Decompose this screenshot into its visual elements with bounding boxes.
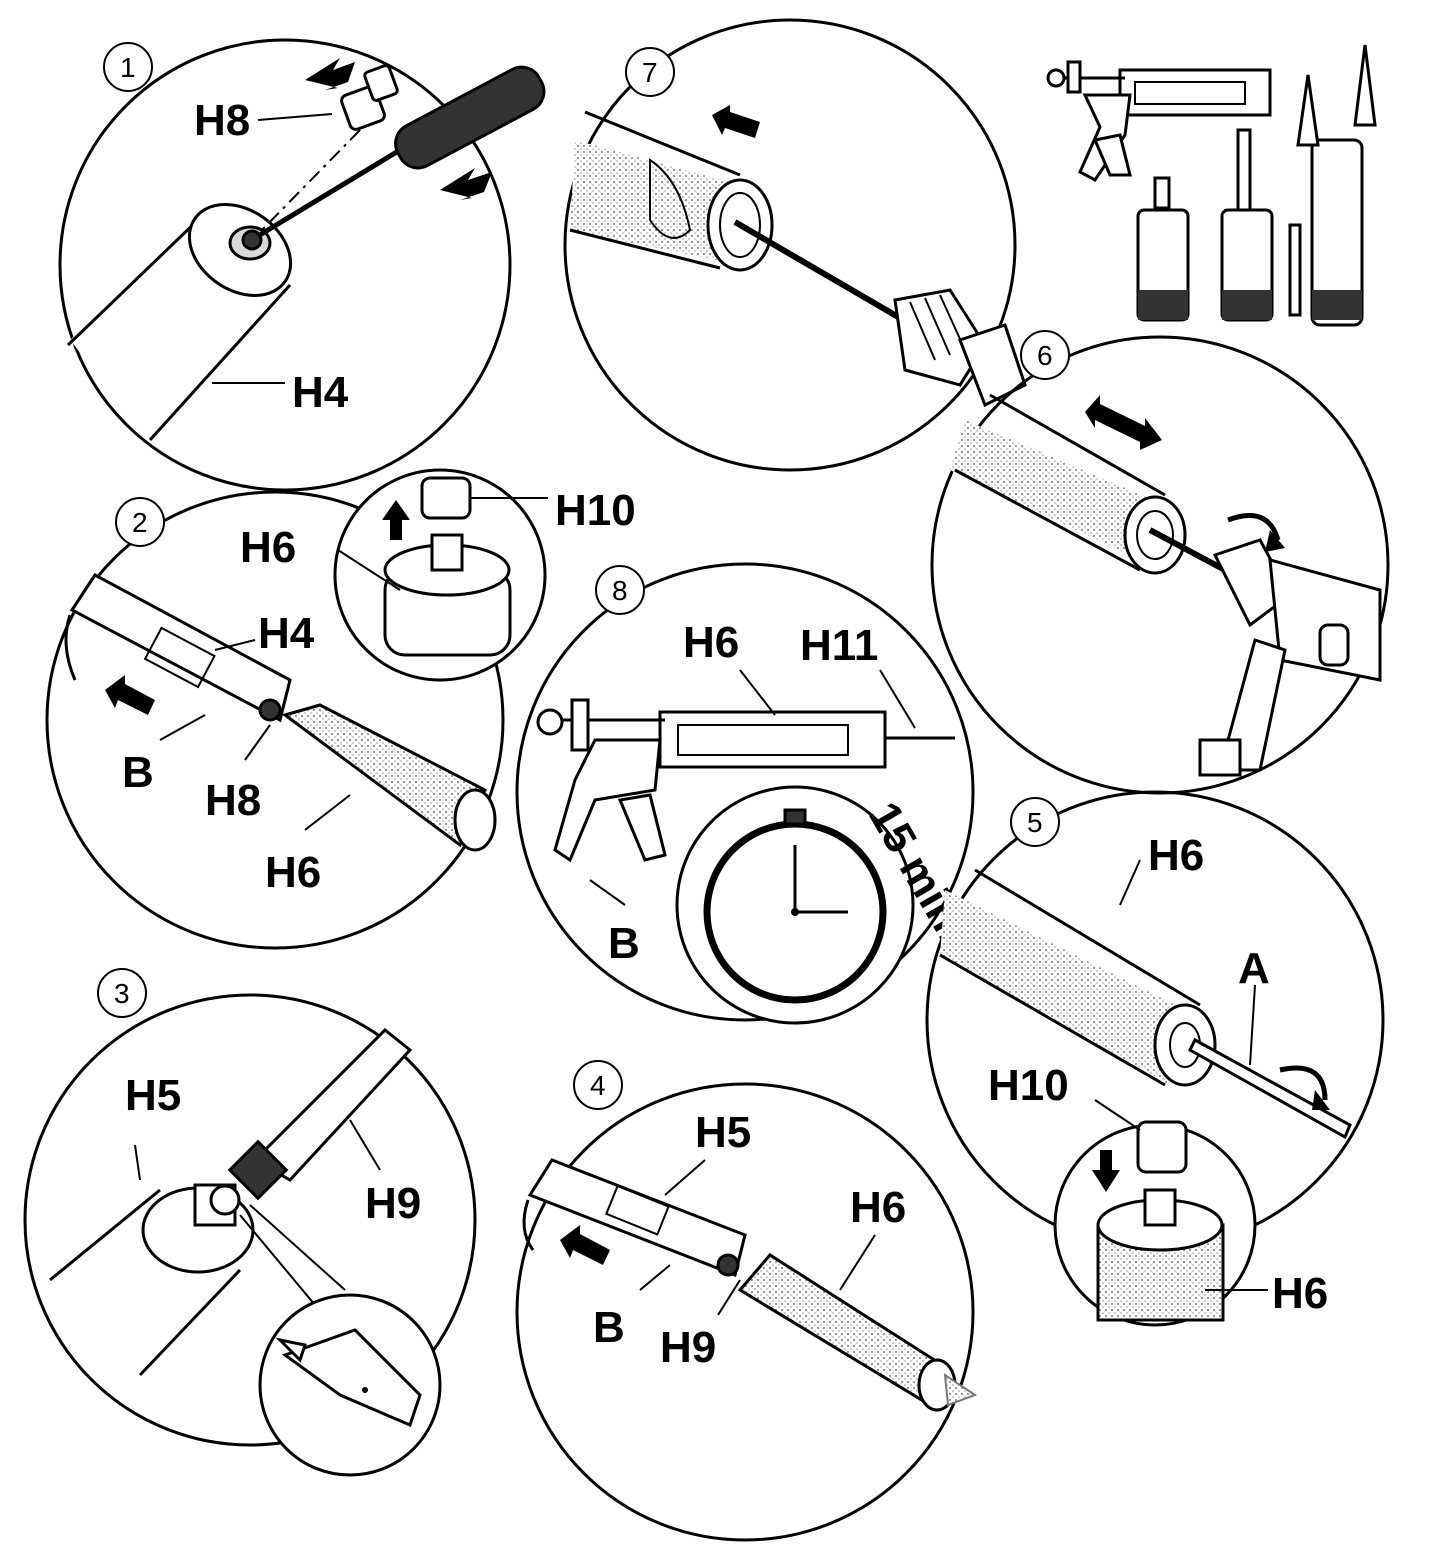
label-h6-top: H6 [1148,831,1204,880]
step-1-panel: H8 H4 1 [58,38,546,492]
cartridge-h6 [737,1253,978,1412]
rotate-icon [1279,1065,1328,1101]
step-number: 8 [612,575,628,606]
step-4-panel: H5 H6 B H9 4 [515,1060,978,1542]
arrow-icon [1092,1150,1120,1192]
step-number: 6 [1037,340,1053,371]
cartridge-top-detail [1096,1120,1225,1322]
cartridge-h4 [66,203,295,442]
label-h6: H6 [683,618,739,667]
label-h5: H5 [125,1071,181,1120]
screwdriver-icon [256,65,546,239]
caulking-gun-icon [522,1158,747,1278]
label-h6-top: H6 [240,523,296,572]
caulking-gun-icon [536,698,955,863]
label-h10: H10 [555,486,636,535]
step-number: 4 [590,1070,606,1101]
stopwatch-icon: 15 min. [675,785,977,1025]
label-h8: H8 [194,96,250,145]
label-b: B [122,748,154,797]
label-h4: H4 [292,368,349,417]
cartridge-tube [569,110,774,272]
arrow-icon [1085,395,1162,450]
label-h9: H9 [365,1179,421,1228]
cartridge-h6 [939,868,1217,1087]
cap-h8 [340,64,399,131]
arrow-icon [105,675,155,715]
utility-knife-icon [275,1328,422,1428]
arrow-icon [560,1225,610,1265]
arrow-icon [712,105,760,138]
step-number: 5 [1027,807,1043,838]
label-h4: H4 [258,609,315,658]
label-a: A [1238,944,1270,993]
step-3-panel: H5 H9 3 [23,968,477,1477]
step-number: 7 [642,57,658,88]
label-h11: H11 [800,621,878,670]
tools-overview [1046,44,1377,327]
step-8-panel: 15 min. H6 H11 B 8 [515,562,977,1025]
rotate-icon [1227,513,1281,541]
step-7-panel: 7 [563,18,1027,472]
step-6-panel: 6 [930,330,1390,795]
label-b: B [593,1303,625,1352]
step-5-panel: A H6 H10 H6 5 [925,790,1385,1327]
label-h5: H5 [695,1108,751,1157]
cartridge-h6 [281,703,497,852]
drill-icon [1148,527,1382,777]
caulking-gun-icon [64,573,292,723]
step-number: 1 [120,52,136,83]
cartridge-h5 [49,1183,255,1377]
label-h10: H10 [988,1061,1069,1110]
label-h6-bottom: H6 [265,848,321,897]
step-number: 2 [132,507,148,538]
arrow-icon [382,500,410,540]
arrow-icon [305,58,355,90]
step-number: 3 [114,978,130,1009]
label-b: B [608,919,640,968]
label-h6: H6 [850,1183,906,1232]
drill-icon [733,219,1027,408]
label-h6-bottom: H6 [1272,1269,1328,1318]
label-h8: H8 [205,776,261,825]
label-h9: H9 [660,1323,716,1372]
cartridge-icon [1136,44,1377,327]
cartridge-tube [950,393,1187,575]
step-2-panel: H10 H6 H4 B H8 H6 2 [45,468,636,950]
threaded-rod-a [1188,1037,1352,1140]
nozzle-h9 [227,1027,413,1201]
cartridge-top-detail [383,476,512,657]
caulking-gun-icon [1046,60,1272,182]
arrow-icon [440,168,492,200]
